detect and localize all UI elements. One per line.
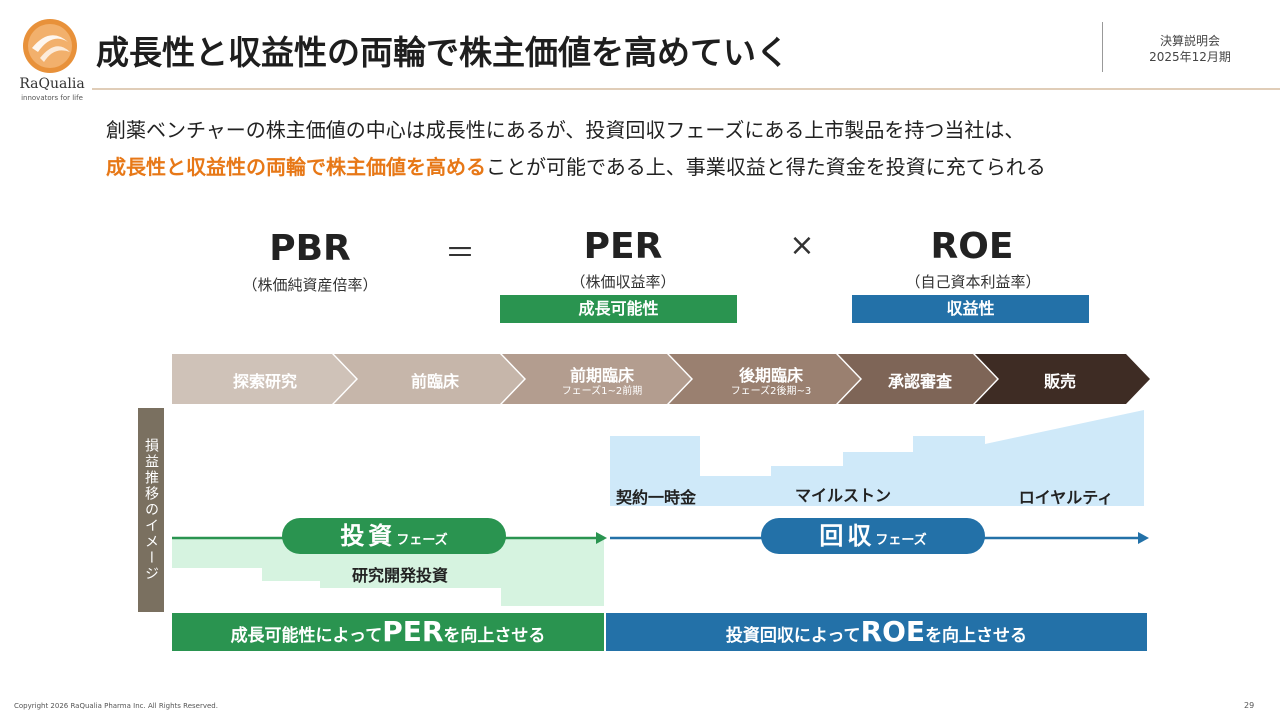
royalty-label: ロイヤルティ — [1018, 488, 1114, 507]
stage-label-3: 前期臨床 — [569, 366, 634, 385]
copyright: Copyright 2026 RaQualia Pharma Inc. All … — [14, 702, 218, 710]
roe-subtitle: （自己資本利益率） — [905, 273, 1041, 291]
meta-period: 2025年12月期 — [1149, 50, 1231, 64]
stage-label-6: 販売 — [1043, 372, 1076, 391]
investment-area — [172, 538, 604, 606]
footer-roe-pre: 投資回収によって — [725, 626, 861, 646]
pipeline-stages — [172, 354, 1150, 404]
stage-chevron-3 — [502, 354, 691, 404]
stage-chevron-2 — [334, 354, 524, 404]
stage-chevron-6 — [975, 354, 1150, 404]
header-divider — [1102, 22, 1103, 72]
times-sign: × — [789, 228, 815, 263]
intro-highlight: 成長性と収益性の両輪で株主価値を高める — [106, 155, 486, 179]
page-title: 成長性と収益性の両輪で株主価値を高めていく — [96, 33, 789, 72]
milestone-label: マイルストン — [794, 486, 891, 505]
collect-phase-key: 回収 — [819, 522, 876, 550]
intro-line-1: 創薬ベンチャーの株主価値の中心は成長性にあるが、投資回収フェーズにある上市製品を… — [106, 118, 1025, 142]
page-number: 29 — [1244, 701, 1255, 710]
footer-roe-post: を向上させる — [925, 626, 1028, 646]
stage-sub-3: フェーズ1~2前期 — [561, 386, 643, 397]
logo-name: RaQualia — [19, 76, 85, 92]
stage-label-2: 前臨床 — [410, 372, 459, 391]
stage-chevron-4 — [669, 354, 860, 404]
footer-per-post: を向上させる — [443, 626, 546, 646]
intro-rest: ことが可能である上、事業収益と得た資金を投資に充てられる — [486, 155, 1046, 179]
per-term: PER — [583, 226, 663, 267]
per-subtitle: （株価収益率） — [570, 273, 676, 291]
intro-line-2: 成長性と収益性の両輪で株主価値を高めることが可能である上、事業収益と得た資金を投… — [106, 151, 1046, 180]
collect-phase-pill: 回収フェーズ — [761, 518, 985, 554]
upfront-payment-label: 契約一時金 — [615, 488, 696, 507]
stage-label-1: 探索研究 — [232, 372, 297, 391]
footer-per-term: PER — [382, 615, 444, 648]
rd-investment-label: 研究開発投資 — [351, 566, 448, 585]
invest-phase-key: 投資 — [340, 522, 397, 550]
stage-label-4: 後期臨床 — [738, 366, 803, 385]
roe-term: ROE — [930, 226, 1014, 267]
pbr-term: PBR — [269, 228, 351, 269]
footer-roe-box: 投資回収によってROEを向上させる — [606, 613, 1147, 651]
raqualia-logo-icon — [23, 19, 77, 73]
revenue-area — [610, 410, 1144, 506]
stage-label-5: 承認審査 — [887, 372, 952, 391]
collect-phase-suffix: フェーズ — [875, 533, 927, 548]
stage-chevron-1 — [172, 354, 356, 404]
invest-phase-suffix: フェーズ — [396, 533, 448, 548]
pl-image-side-label: 損益推移のイメージ — [138, 408, 164, 612]
logo-tagline: innovators for life — [21, 94, 83, 102]
footer-per-box: 成長可能性によってPERを向上させる — [172, 613, 604, 651]
stage-sub-4: フェーズ2後期~3 — [730, 386, 812, 397]
stage-chevron-5 — [838, 354, 997, 404]
collect-axis-arrow-icon — [1138, 532, 1149, 544]
equals-sign: ＝ — [445, 236, 475, 271]
meta-event: 決算説明会 — [1159, 34, 1220, 48]
profit-tag: 収益性 — [852, 295, 1089, 323]
invest-axis-arrow-icon — [596, 532, 607, 544]
pbr-subtitle: （株価純資産倍率） — [242, 276, 378, 294]
footer-roe-term: ROE — [860, 615, 926, 648]
footer-per-pre: 成長可能性によって — [230, 626, 383, 646]
invest-phase-pill: 投資フェーズ — [282, 518, 506, 554]
header-rule — [92, 88, 1280, 90]
growth-tag: 成長可能性 — [500, 295, 737, 323]
